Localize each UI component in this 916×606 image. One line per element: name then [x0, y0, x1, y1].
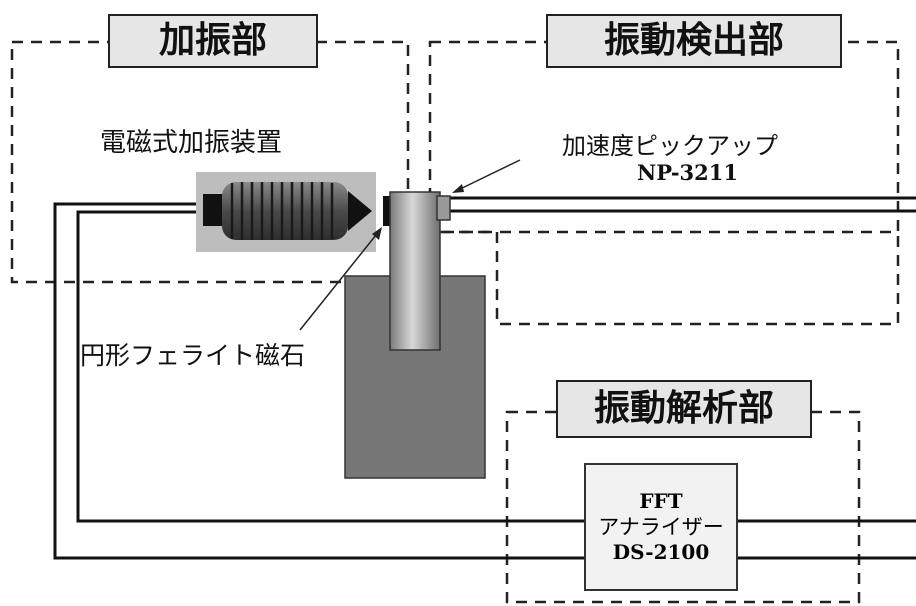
accelerometer-arrowhead — [452, 184, 464, 193]
analyzer-line-2: アナライザー — [598, 514, 724, 539]
detection-section-title: 振動検出部 — [546, 14, 842, 68]
analysis-section-title: 振動解析部 — [556, 380, 812, 438]
shaker-tip — [348, 191, 372, 231]
accelerometer-model: NP-3211 — [637, 160, 739, 185]
magnet-leader — [299, 229, 381, 331]
analyzer-line-3: DS-2100 — [612, 540, 710, 565]
cable-outer — [53, 202, 916, 560]
fft-analyzer-box: FFT アナライザー DS-2100 — [584, 463, 738, 591]
magnet-arrowhead — [372, 227, 382, 240]
accelerometer-sensor — [436, 195, 451, 221]
shaker-end-block — [203, 194, 223, 226]
ferrite-magnet — [383, 196, 392, 226]
detection-inner-border — [440, 230, 900, 326]
accelerometer-label: 加速度ピックアップ — [562, 132, 778, 160]
accelerometer-leader — [453, 159, 521, 193]
shaker-coil — [222, 182, 348, 240]
magnet-label: 円形フェライト磁石 — [80, 341, 306, 370]
cantilever-rod — [389, 191, 441, 351]
analyzer-line-1: FFT — [639, 488, 683, 513]
cable-inner — [76, 210, 916, 523]
excitation-section-title: 加振部 — [108, 14, 318, 68]
shaker-label: 電磁式加振装置 — [100, 128, 283, 158]
